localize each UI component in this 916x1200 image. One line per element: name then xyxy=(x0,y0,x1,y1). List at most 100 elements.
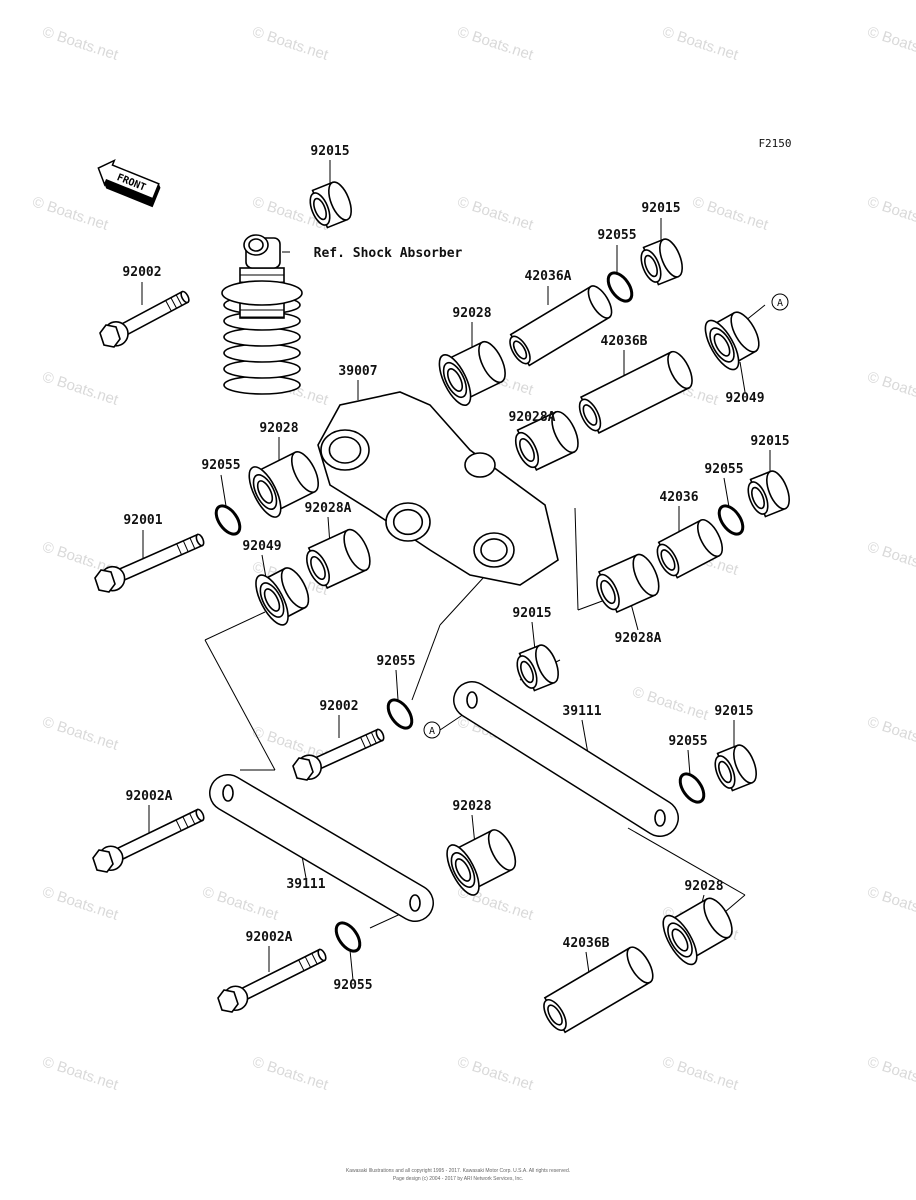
bushing-92028[interactable] xyxy=(441,826,521,900)
watermark-text: © Boats.net xyxy=(660,23,741,64)
bushing-92028A[interactable] xyxy=(592,551,664,614)
watermark-text: © Boats.net xyxy=(865,368,916,409)
part-number-label[interactable]: 92015 xyxy=(512,606,551,621)
watermark-text: © Boats.net xyxy=(200,883,281,924)
svg-text:A: A xyxy=(777,298,783,309)
watermark-text: © Boats.net xyxy=(865,538,916,579)
reference-note: Ref. Shock Absorber xyxy=(314,246,463,261)
part-number-label[interactable]: 92055 xyxy=(201,458,240,473)
part-number-label[interactable]: 42036 xyxy=(659,490,698,505)
leader-line xyxy=(724,894,746,913)
leader-line xyxy=(395,669,399,701)
shock-absorber[interactable] xyxy=(221,234,303,395)
rocker-arm-39007[interactable] xyxy=(317,391,559,586)
part-number-label[interactable]: 39007 xyxy=(338,364,377,379)
watermark-text: © Boats.net xyxy=(455,1053,536,1094)
part-number-label[interactable]: 92028A xyxy=(509,410,556,425)
part-number-label[interactable]: 92002A xyxy=(246,930,293,945)
part-number-label[interactable]: 92055 xyxy=(597,228,636,243)
sleeve-42036B[interactable] xyxy=(575,348,697,434)
part-number-label[interactable]: 42036B xyxy=(601,334,648,349)
tie-rod-39111[interactable] xyxy=(453,681,679,837)
nut-92015[interactable] xyxy=(513,642,563,692)
o-ring-92055[interactable] xyxy=(603,269,636,306)
part-number-label[interactable]: 92055 xyxy=(704,462,743,477)
nut-92015[interactable] xyxy=(744,468,794,518)
bolt-92002A[interactable] xyxy=(92,808,205,873)
footer-page-design: Page design (c) 2004 - 2017 by ARI Netwo… xyxy=(393,1176,523,1182)
part-number-label[interactable]: 92028A xyxy=(305,501,352,516)
o-ring-92055[interactable] xyxy=(211,502,244,539)
part-number-label[interactable]: 92001 xyxy=(123,513,162,528)
part-labels: 9201592002920159205542036A9202842036B920… xyxy=(122,144,789,993)
tie-rod-39111[interactable] xyxy=(209,774,434,922)
watermark-text: © Boats.net xyxy=(660,1053,741,1094)
part-number-label[interactable]: 92028 xyxy=(684,879,723,894)
part-number-label[interactable]: 92049 xyxy=(725,391,764,406)
part-number-label[interactable]: 92015 xyxy=(641,201,680,216)
part-number-label[interactable]: 92028A xyxy=(615,631,662,646)
watermark-text: © Boats.net xyxy=(40,713,121,754)
part-number-label[interactable]: 92002 xyxy=(319,699,358,714)
nut-92015[interactable] xyxy=(637,236,687,286)
o-ring-92055[interactable] xyxy=(714,502,747,539)
sleeve-42036[interactable] xyxy=(653,516,727,579)
part-number-label[interactable]: 92028 xyxy=(259,421,298,436)
watermark-text: © Boats.net xyxy=(40,883,121,924)
leader-line xyxy=(531,621,536,651)
part-number-label[interactable]: 92015 xyxy=(750,434,789,449)
bushing-92028A[interactable] xyxy=(511,408,583,471)
watermark-text: © Boats.net xyxy=(455,193,536,234)
watermark-text: © Boats.net xyxy=(865,193,916,234)
bushing-92028A[interactable] xyxy=(302,526,375,590)
leader-line xyxy=(204,611,266,641)
o-ring-92055[interactable] xyxy=(383,696,416,733)
bolt-92001[interactable] xyxy=(94,533,205,593)
part-number-label[interactable]: 39111 xyxy=(562,704,601,719)
leader-line xyxy=(349,949,354,981)
nut-92015[interactable] xyxy=(711,742,761,792)
part-number-label[interactable]: 92055 xyxy=(668,734,707,749)
leader-line xyxy=(204,639,276,771)
watermark-text: © Boats.net xyxy=(865,883,916,924)
leader-line xyxy=(687,749,691,776)
part-number-label[interactable]: 92049 xyxy=(242,539,281,554)
watermark-text: © Boats.net xyxy=(250,1053,331,1094)
watermark-text: © Boats.net xyxy=(690,193,771,234)
watermark-text: © Boats.net xyxy=(30,193,111,234)
leader-line xyxy=(411,624,441,701)
bushing-92028[interactable] xyxy=(433,338,510,410)
collar-92049[interactable] xyxy=(250,564,314,630)
leader-line xyxy=(261,554,267,579)
sleeve-42036A[interactable] xyxy=(506,282,616,367)
collar-92049[interactable] xyxy=(699,308,765,374)
bolt-92002[interactable] xyxy=(292,728,385,781)
watermark-text: © Boats.net xyxy=(40,368,121,409)
bolt-92002[interactable] xyxy=(99,290,190,348)
leader-line xyxy=(220,474,227,507)
part-number-label[interactable]: 92028 xyxy=(452,799,491,814)
bushing-92028[interactable] xyxy=(657,894,738,969)
part-number-label[interactable]: 42036B xyxy=(563,936,610,951)
leader-line xyxy=(723,477,730,508)
watermark-text: © Boats.net xyxy=(865,1053,916,1094)
nut-92015[interactable] xyxy=(306,179,356,229)
leader-line xyxy=(739,361,746,393)
bushing-92028[interactable] xyxy=(243,448,324,522)
watermark-text: © Boats.net xyxy=(250,23,331,64)
part-number-label[interactable]: 92015 xyxy=(714,704,753,719)
part-number-label[interactable]: 92055 xyxy=(333,978,372,993)
sleeve-42036B[interactable] xyxy=(539,943,657,1034)
o-ring-92055[interactable] xyxy=(675,770,708,807)
part-number-label[interactable]: 92002A xyxy=(126,789,173,804)
part-number-label[interactable]: 92055 xyxy=(376,654,415,669)
o-ring-92055[interactable] xyxy=(331,919,364,956)
part-number-label[interactable]: 92028 xyxy=(452,306,491,321)
part-number-label[interactable]: 92015 xyxy=(310,144,349,159)
part-number-label[interactable]: 92002 xyxy=(122,265,161,280)
bolt-92002A[interactable] xyxy=(217,948,327,1013)
part-number-label[interactable]: 39111 xyxy=(286,877,325,892)
part-number-label[interactable]: 42036A xyxy=(525,269,572,284)
parts xyxy=(92,179,794,1034)
